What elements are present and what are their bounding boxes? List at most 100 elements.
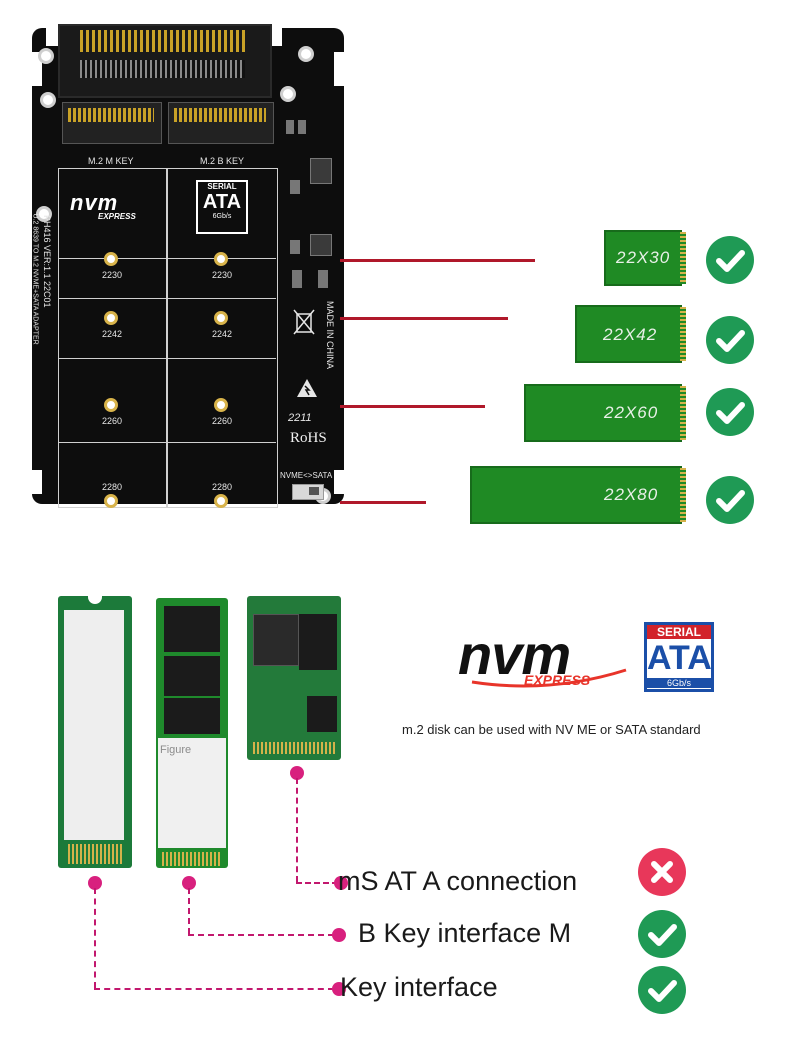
size-label: 22X30 [616, 248, 671, 267]
msata-chip [307, 696, 337, 732]
sata-top-label: SERIAL [647, 625, 711, 639]
compat-caption: m.2 disk can be used with NV ME or SATA … [402, 722, 701, 737]
board-notch [32, 470, 42, 494]
screw-notch [88, 596, 102, 604]
check-icon [706, 476, 754, 524]
pointer-dot [332, 928, 346, 942]
standoff-hole [214, 398, 228, 412]
board-sata-logo: SERIAL ATA 6Gb/s [196, 180, 248, 234]
check-icon [638, 910, 686, 958]
ssd-card-2230 [604, 230, 682, 286]
size-lead-line [340, 259, 535, 262]
pointer-dot [332, 982, 346, 996]
length-divider [58, 442, 276, 443]
length-label: 2230 [102, 270, 123, 280]
pointer-line [94, 988, 334, 990]
slot-contacts [174, 108, 266, 122]
board-sata-top: SERIAL [207, 182, 237, 191]
ssd-contacts [253, 742, 335, 754]
switch-knob[interactable] [309, 487, 319, 495]
board-sata-bot: 6Gb/s [212, 213, 232, 220]
ssd-contacts [680, 386, 686, 440]
ssd-card-2260 [524, 384, 682, 442]
size-lead-line [340, 501, 426, 504]
mount-hole [38, 48, 54, 64]
pointer-dot [88, 876, 102, 890]
size-lead-line [340, 405, 485, 408]
length-label: 2260 [102, 416, 123, 426]
ssd-card-2280 [470, 466, 682, 524]
msata-chip [299, 614, 337, 670]
mount-hole [40, 92, 56, 108]
smd-part [286, 120, 294, 134]
length-label: 2242 [102, 329, 123, 339]
ssd-contacts [162, 852, 222, 866]
board-nvm-logo: nvm [70, 190, 119, 215]
weee-bin-icon [293, 309, 315, 335]
board-chip [310, 158, 332, 184]
feature-label-msata: mS AT A connection [338, 866, 578, 896]
rohs-mark: RoHS [290, 430, 327, 446]
board-notch [334, 470, 344, 494]
board-notch [32, 52, 42, 86]
esd-warning-icon [297, 379, 317, 397]
board-sata-mid: ATA [202, 191, 242, 213]
cross-icon [638, 848, 686, 896]
check-icon [706, 388, 754, 436]
mount-hole [298, 46, 314, 62]
board-description-text: U.2 8639 TO M.2 NVME+SATA ADAPTER [31, 213, 39, 345]
pointer-line [188, 934, 334, 936]
smd-part [290, 180, 300, 194]
msata-chip [253, 614, 299, 666]
board-chip [310, 234, 332, 256]
switch-label: NVME<>SATA [280, 471, 333, 480]
standoff-hole [214, 311, 228, 325]
size-label: 22X60 [604, 403, 659, 422]
standoff-hole [104, 494, 118, 508]
length-label: 2230 [212, 270, 233, 280]
size-lead-line [340, 317, 508, 320]
date-code: 2211 [288, 412, 312, 424]
nvme-sata-switch[interactable] [292, 484, 324, 500]
feature-label-bm-key: B Key interface M [358, 918, 572, 948]
sata-bottom-label: 6Gb/s [647, 678, 711, 688]
standoff-hole [214, 252, 228, 266]
ssd-card-2242 [575, 305, 682, 363]
length-label: 2260 [212, 416, 233, 426]
ssd-sticker [64, 610, 124, 840]
pointer-line [296, 882, 338, 884]
nand-chip [164, 656, 220, 696]
feature-label-m-key: Key interface [340, 972, 498, 1002]
msata-ssd [247, 596, 341, 760]
express-label: EXPRESS [524, 672, 591, 688]
ssd-contacts [68, 844, 122, 864]
pointer-line [94, 888, 96, 988]
length-label: 2280 [212, 482, 233, 492]
connector-pins [80, 30, 245, 52]
figure-watermark: Figure [160, 744, 192, 756]
nvm-swoosh-icon [471, 668, 627, 688]
nvm-express-logo: nvm [458, 623, 571, 686]
mount-hole [36, 206, 52, 222]
standoff-hole [104, 398, 118, 412]
pointer-dot [182, 876, 196, 890]
length-label: 2280 [102, 482, 123, 492]
m2-m-key-ssd [58, 596, 132, 868]
b-key-label: M.2 B KEY [200, 156, 245, 166]
sata-mid-label: ATA [647, 639, 712, 677]
smd-part [290, 240, 300, 254]
length-divider [58, 298, 276, 299]
m2-bm-key-ssd [156, 598, 228, 868]
pointer-dot [334, 876, 348, 890]
size-label: 22X42 [603, 325, 658, 344]
standoff-hole [214, 494, 228, 508]
size-label: 22X80 [604, 485, 659, 504]
ssd-contacts [680, 232, 686, 284]
length-divider [58, 258, 276, 259]
connector-pins [80, 60, 245, 78]
made-in-text: MADE IN CHINA [325, 301, 335, 370]
standoff-hole [104, 252, 118, 266]
ssd-contacts [680, 307, 686, 361]
board-notch [334, 52, 344, 86]
serial-ata-logo: SERIAL ATA 6Gb/s [644, 622, 714, 692]
